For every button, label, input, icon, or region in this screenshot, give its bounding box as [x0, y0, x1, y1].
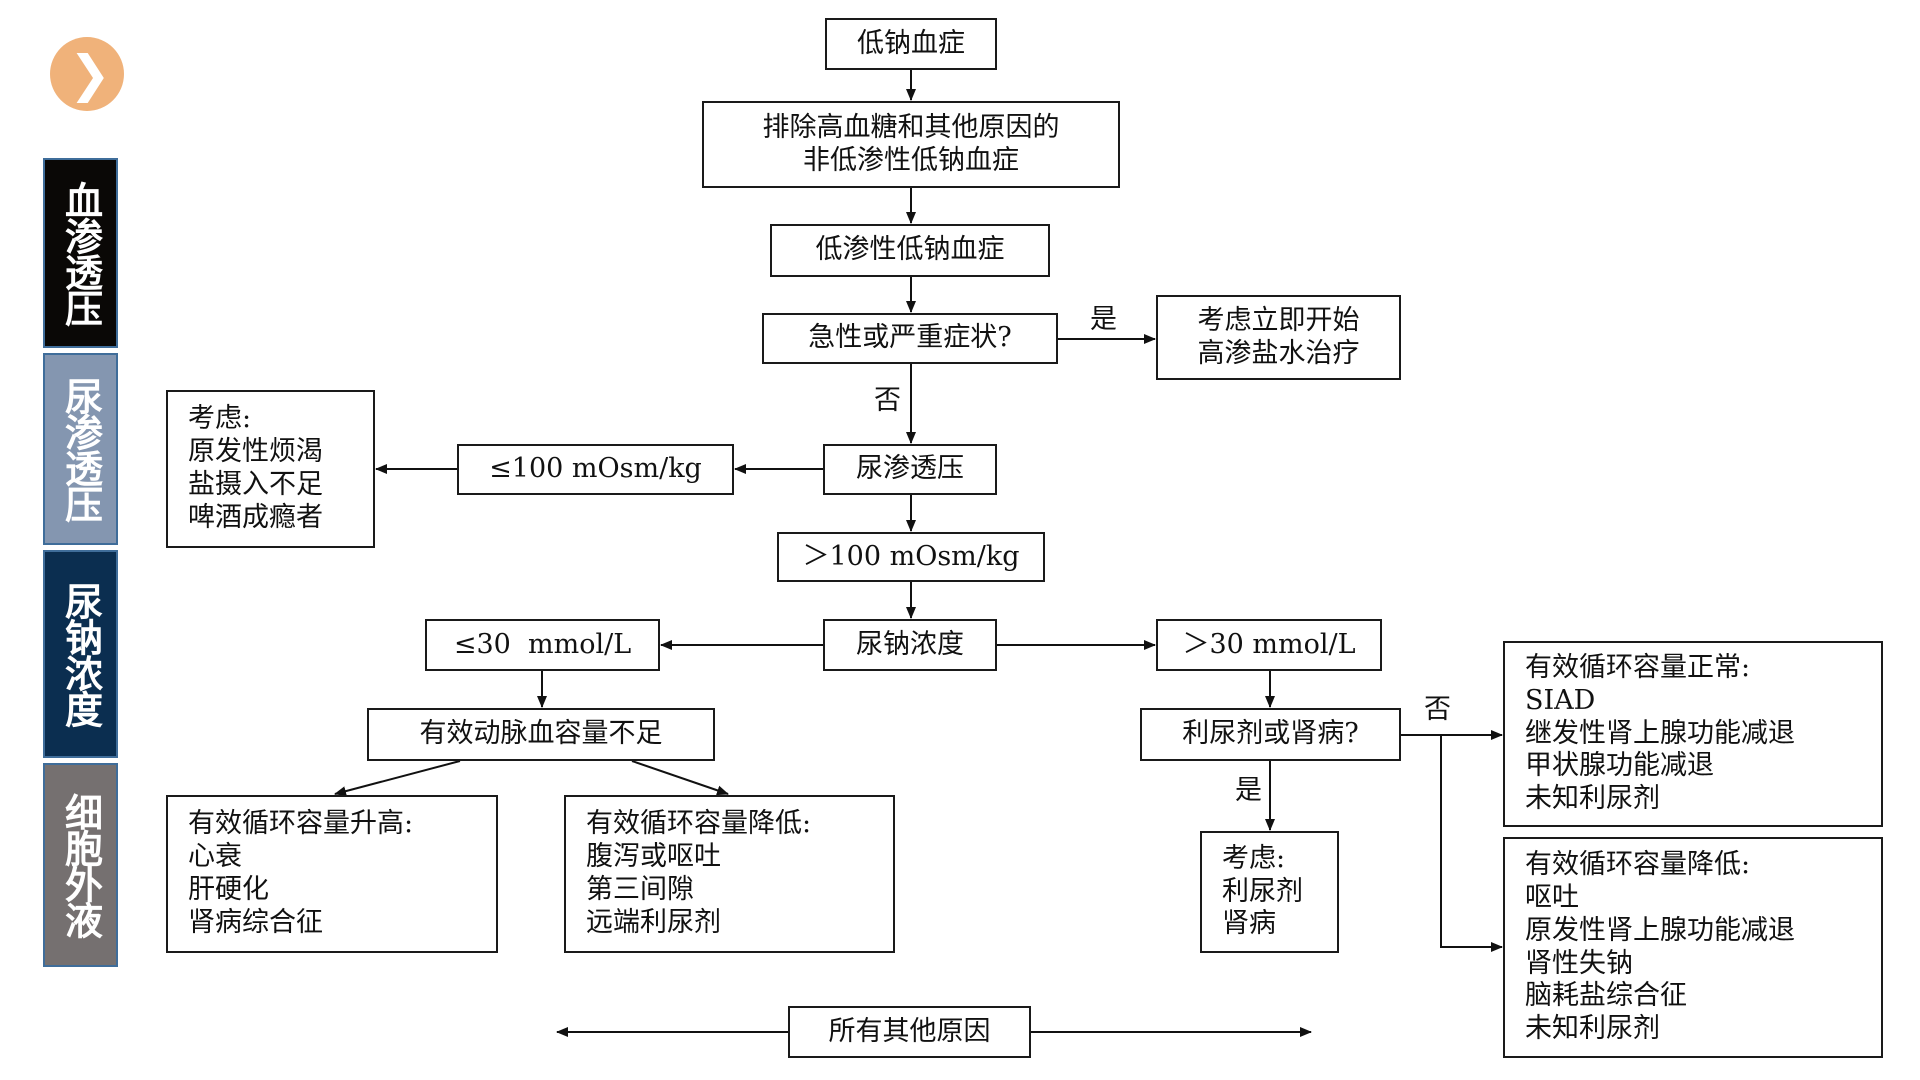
node-text: 腹泻或呕吐 [586, 841, 721, 873]
node-text: 有效循环容量升高: [188, 808, 414, 840]
tab-urine-osmolality[interactable]: 尿渗透压 [43, 353, 118, 545]
node-text: 第三间隙 [586, 874, 694, 905]
node-text: 肾性失钠 [1525, 947, 1633, 979]
node-osm-le-100: ≤100 mOsm/kg [457, 444, 734, 495]
node-volume-high: 有效循环容量升高: 心衰 肝硬化 肾病综合征 [166, 795, 498, 953]
node-text: 原发性肾上腺功能减退 [1525, 914, 1795, 946]
next-nav-button[interactable]: ❯ [50, 37, 124, 111]
node-text: 有效循环容量降低: [1525, 848, 1751, 880]
node-consider-right: 考虑: 利尿剂 肾病 [1200, 831, 1339, 953]
tab-label: 尿渗透压 [58, 377, 103, 521]
node-text: 考虑: [1222, 842, 1286, 874]
label-yes-acute: 是 [1090, 304, 1117, 335]
node-text: 甲状腺功能减退 [1525, 750, 1714, 782]
node-text: 利尿剂或肾病? [1182, 718, 1359, 750]
node-text: 尿钠浓度 [856, 628, 964, 660]
node-volume-low-right: 有效循环容量降低: 呕吐 原发性肾上腺功能减退 肾性失钠 脑耗盐综合征 未知利尿… [1503, 837, 1883, 1058]
node-text: 肾病综合征 [188, 906, 323, 938]
node-diuretic-question: 利尿剂或肾病? [1140, 708, 1401, 761]
label-no-acute: 否 [874, 385, 901, 416]
node-text: 尿渗透压 [856, 453, 964, 485]
arrow-14-19 [1440, 735, 1503, 952]
tab-label: 尿钠浓度 [58, 582, 103, 726]
node-text: 有效动脉血容量不足 [419, 718, 663, 750]
tab-label: 细胞外液 [58, 793, 103, 937]
node-exclude-non-hypotonic: 排除高血糖和其他原因的 非低渗性低钠血症 [702, 101, 1120, 188]
node-text: ＞100 mOsm/kg [802, 540, 1020, 572]
label-yes-diuretic: 是 [1235, 775, 1262, 806]
node-text: 盐摄入不足 [188, 469, 323, 500]
arrow-13-16 [631, 760, 729, 796]
node-text: ≤100 mOsm/kg [489, 453, 702, 485]
node-text: 继发性肾上腺功能减退 [1525, 717, 1795, 749]
label-no-diuretic: 否 [1424, 694, 1451, 725]
node-text: 低渗性低钠血症 [815, 234, 1005, 266]
node-text: 未知利尿剂 [1525, 783, 1660, 815]
node-text: 利尿剂 [1222, 875, 1303, 907]
node-hyponatremia: 低钠血症 [825, 18, 997, 70]
node-hypertonic-saline: 考虑立即开始 高渗盐水治疗 [1156, 295, 1401, 380]
node-text: 低钠血症 [857, 27, 965, 59]
node-consider-left: 考虑: 原发性烦渴 盐摄入不足 啤酒成瘾者 [166, 390, 375, 548]
node-text: 脑耗盐综合征 [1525, 980, 1687, 1012]
node-text: 呕吐 [1525, 881, 1579, 913]
node-text: ≤30 mmol/L [453, 628, 632, 660]
node-text: 远端利尿剂 [586, 906, 721, 938]
node-hypotonic-hyponatremia: 低渗性低钠血症 [770, 224, 1050, 277]
node-text: 有效循环容量正常: [1525, 651, 1751, 683]
tab-urine-sodium[interactable]: 尿钠浓度 [43, 550, 118, 758]
node-text: 心衰 [188, 841, 242, 873]
chevron-right-icon: ❯ [69, 45, 111, 103]
node-urine-sodium: 尿钠浓度 [823, 619, 997, 671]
node-text: 所有其他原因 [828, 1015, 991, 1047]
node-text: 急性或严重症状? [808, 322, 1012, 354]
node-na-le-30: ≤30 mmol/L [425, 619, 660, 671]
node-text: 考虑: [188, 403, 252, 435]
node-text: 非低渗性低钠血症 [803, 144, 1019, 176]
node-urine-osmolality: 尿渗透压 [823, 444, 997, 495]
node-volume-low-left: 有效循环容量降低: 腹泻或呕吐 第三间隙 远端利尿剂 [564, 795, 895, 953]
arrow-13-15 [334, 760, 461, 797]
node-acute-question: 急性或严重症状? [762, 313, 1058, 364]
node-text: 有效循环容量降低: [586, 808, 812, 840]
node-volume-normal: 有效循环容量正常: SIAD 继发性肾上腺功能减退 甲状腺功能减退 未知利尿剂 [1503, 641, 1883, 827]
node-osm-gt-100: ＞100 mOsm/kg [777, 532, 1045, 582]
node-text: 排除高血糖和其他原因的 [762, 111, 1060, 143]
node-text: 啤酒成瘾者 [188, 501, 323, 533]
tab-extracellular-fluid[interactable]: 细胞外液 [43, 763, 118, 967]
tab-blood-osmolality[interactable]: 血渗透压 [43, 158, 118, 348]
node-text: SIAD [1525, 684, 1596, 716]
node-text: 未知利尿剂 [1525, 1013, 1660, 1045]
node-text: 肾病 [1222, 908, 1276, 940]
node-text: ＞30 mmol/L [1182, 628, 1356, 660]
node-text: 考虑立即开始 [1197, 304, 1360, 336]
tab-label: 血渗透压 [58, 181, 103, 325]
node-text: 原发性烦渴 [188, 436, 323, 468]
node-na-gt-30: ＞30 mmol/L [1156, 619, 1382, 671]
node-text: 肝硬化 [188, 874, 269, 905]
node-text: 高渗盐水治疗 [1197, 337, 1360, 369]
node-arterial-volume-low: 有效动脉血容量不足 [367, 708, 715, 761]
node-all-other-causes: 所有其他原因 [788, 1006, 1031, 1058]
